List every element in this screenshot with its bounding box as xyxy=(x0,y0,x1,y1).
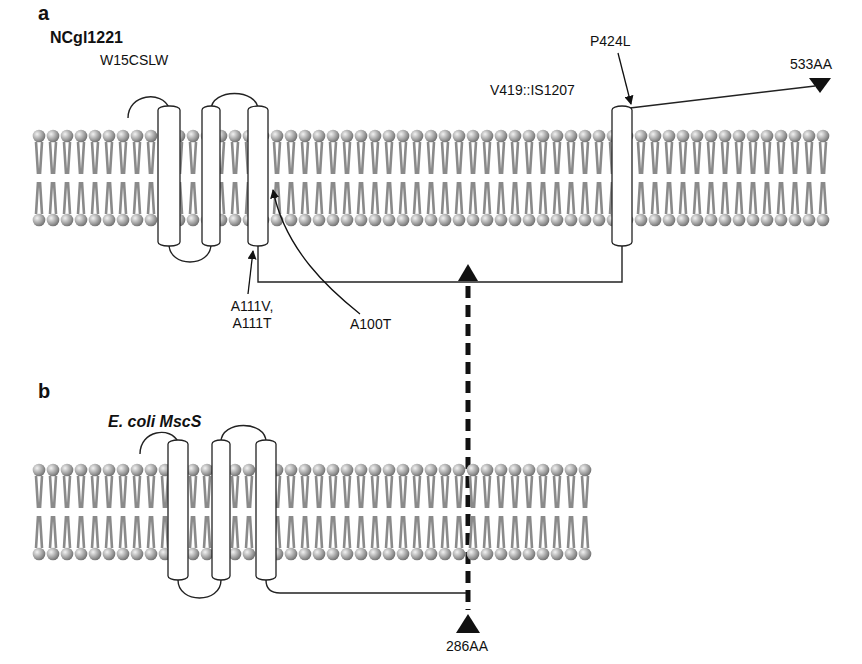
truncation-marker xyxy=(458,264,478,281)
lipid-bilayer xyxy=(32,462,592,562)
insertion-label: V419::IS1207 xyxy=(490,82,575,99)
helix-cylinders xyxy=(158,106,632,246)
leader-arrows xyxy=(248,53,631,314)
protein-name: NCgl1221 xyxy=(50,28,123,47)
truncation-marker xyxy=(456,614,480,633)
length-label: 533AA xyxy=(790,56,832,73)
mutation-label: A100T xyxy=(350,316,391,333)
protein-loops xyxy=(128,86,815,282)
terminus-marker xyxy=(809,78,831,93)
protein-name: E. coli MscS xyxy=(108,412,201,431)
protein-loops xyxy=(140,426,466,599)
helix-cylinders xyxy=(168,440,276,580)
mutation-label: P424L xyxy=(590,33,630,50)
mutation-label: A111V, A111T xyxy=(226,298,278,332)
length-label: 286AA xyxy=(446,638,488,655)
panel-letter: b xyxy=(38,380,50,402)
panel-letter: a xyxy=(38,2,49,24)
mutation-label: W15CSLW xyxy=(100,52,168,69)
lipid-bilayer xyxy=(32,128,830,228)
